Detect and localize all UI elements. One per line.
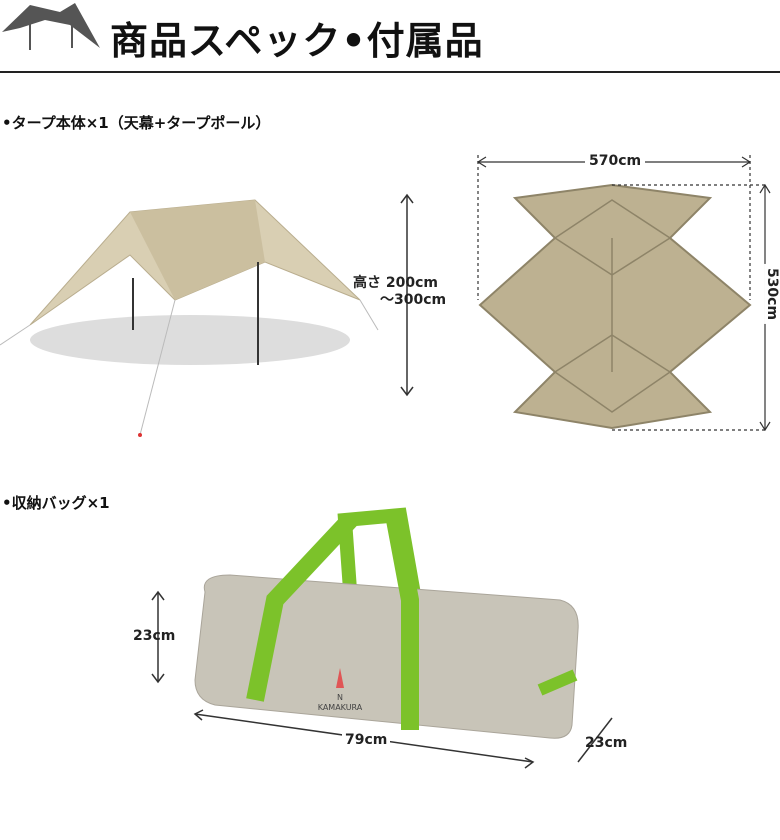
width-label: 570cm bbox=[585, 153, 646, 169]
svg-text:KAMAKURA: KAMAKURA bbox=[318, 703, 363, 712]
bag-depth-label: 23cm bbox=[585, 735, 628, 751]
height-label-max: ～300cm bbox=[380, 292, 447, 308]
svg-text:N: N bbox=[337, 693, 343, 702]
tarp-silhouette-icon bbox=[2, 3, 100, 50]
tarp-image bbox=[0, 199, 379, 437]
page-title: 商品スペック•付属品 bbox=[110, 19, 484, 63]
bag-length-label: 79cm bbox=[342, 732, 391, 748]
height-label: 高さ 200cm bbox=[353, 275, 438, 291]
bag-height-label: 23cm bbox=[133, 628, 176, 644]
tarp-heading: •タープ本体×1（天幕+タープポール） bbox=[2, 114, 271, 132]
divider bbox=[0, 71, 780, 73]
tarp-diagram bbox=[476, 155, 771, 432]
depth-label: 530cm bbox=[764, 263, 780, 325]
height-arrow bbox=[400, 193, 414, 397]
bag-heading: •収納バッグ×1 bbox=[2, 494, 110, 512]
storage-bag-image: N KAMAKURA bbox=[194, 507, 579, 739]
